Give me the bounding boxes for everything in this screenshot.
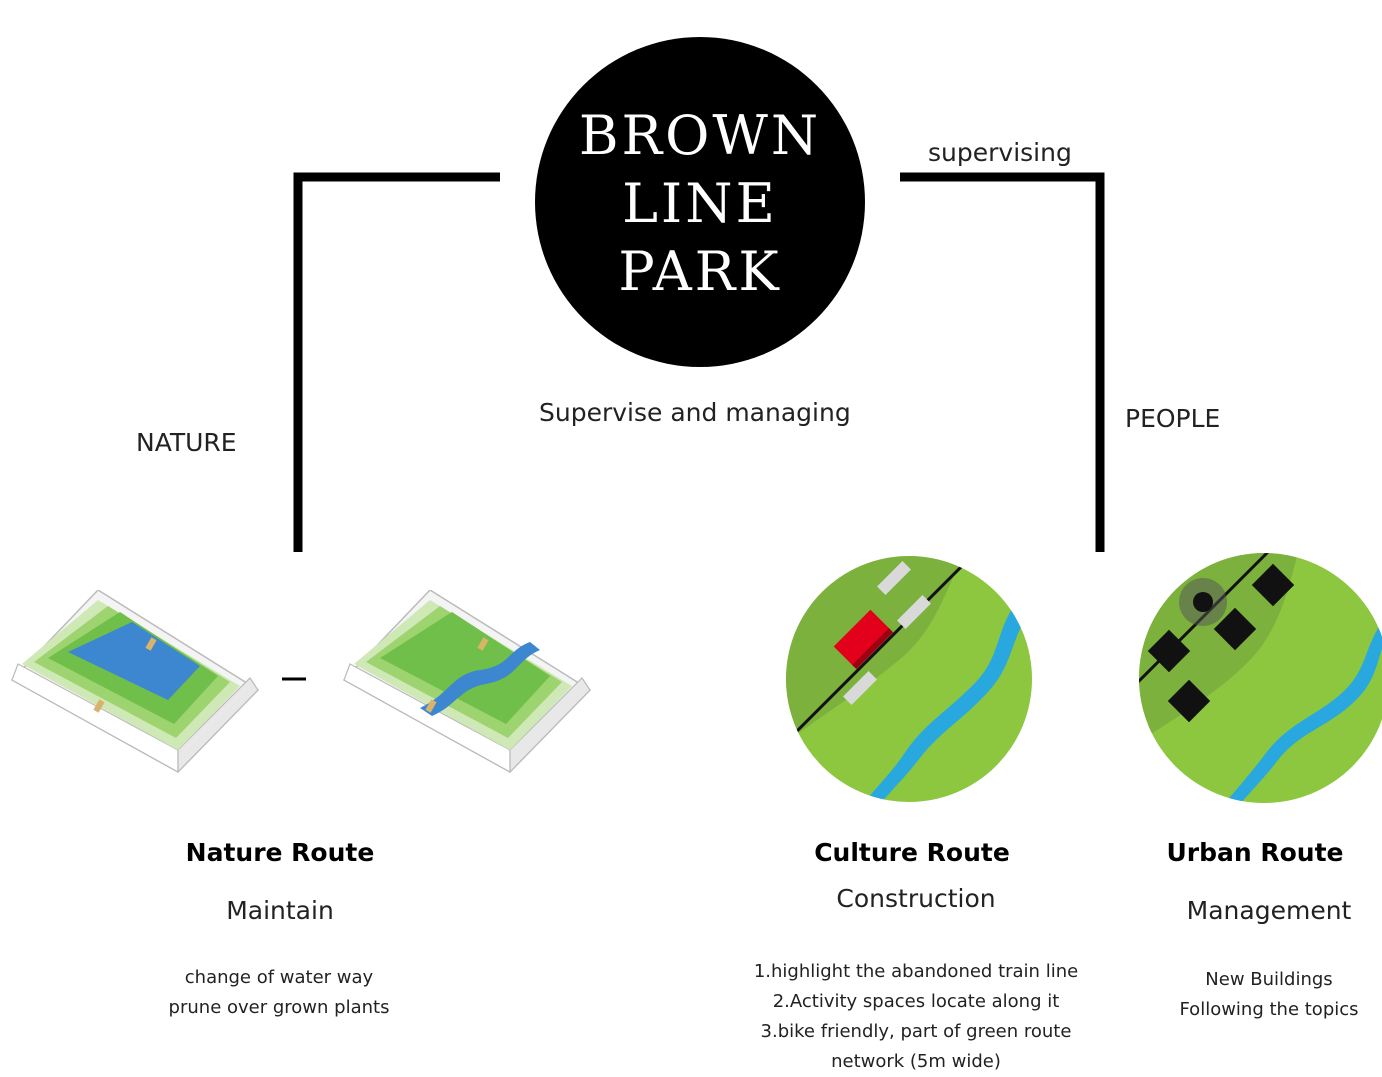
urban-desc-line-1: New Buildings [1205,969,1333,990]
culture-desc-line-3: 3.bike friendly, part of green route [760,1021,1072,1042]
nature-before-illustration [10,590,260,774]
supervising-label: supervising [928,138,1072,167]
urban-desc-line-2: Following the topics [1179,999,1359,1020]
nature-after-illustration [342,590,592,774]
urban-route-desc: New Buildings Following the topics [1156,965,1382,1025]
center-label: Supervise and managing [539,398,851,427]
urban-route-illustration [1139,553,1382,803]
culture-desc-line-2: 2.Activity spaces locate along it [772,991,1060,1012]
urban-route-action: Management [1186,896,1352,925]
urban-route-title: Urban Route [1166,838,1344,867]
nature-route-action: Maintain [226,896,334,925]
people-label: PEOPLE [1125,404,1221,433]
title-line-2: LINE [622,172,778,235]
culture-desc-line-4: network (5m wide) [831,1051,1001,1072]
title-line-3: PARK [618,240,782,303]
nature-connector-line [293,172,500,552]
culture-route-illustration [786,556,1032,802]
nature-route-desc: change of water way prune over grown pla… [129,963,429,1023]
culture-route-desc: 1.highlight the abandoned train line 2.A… [706,957,1126,1077]
nature-desc-line-2: prune over grown plants [168,997,390,1018]
nature-desc-line-1: change of water way [184,967,374,988]
brown-line-park-logo: BROWN LINE PARK [535,37,865,367]
culture-route-title: Culture Route [814,838,1010,867]
nature-label: NATURE [136,428,237,457]
nature-route-title: Nature Route [185,838,375,867]
culture-route-action: Construction [836,884,996,913]
title-line-1: BROWN [578,104,822,167]
culture-desc-line-1: 1.highlight the abandoned train line [753,961,1079,982]
people-connector-line [900,172,1105,552]
